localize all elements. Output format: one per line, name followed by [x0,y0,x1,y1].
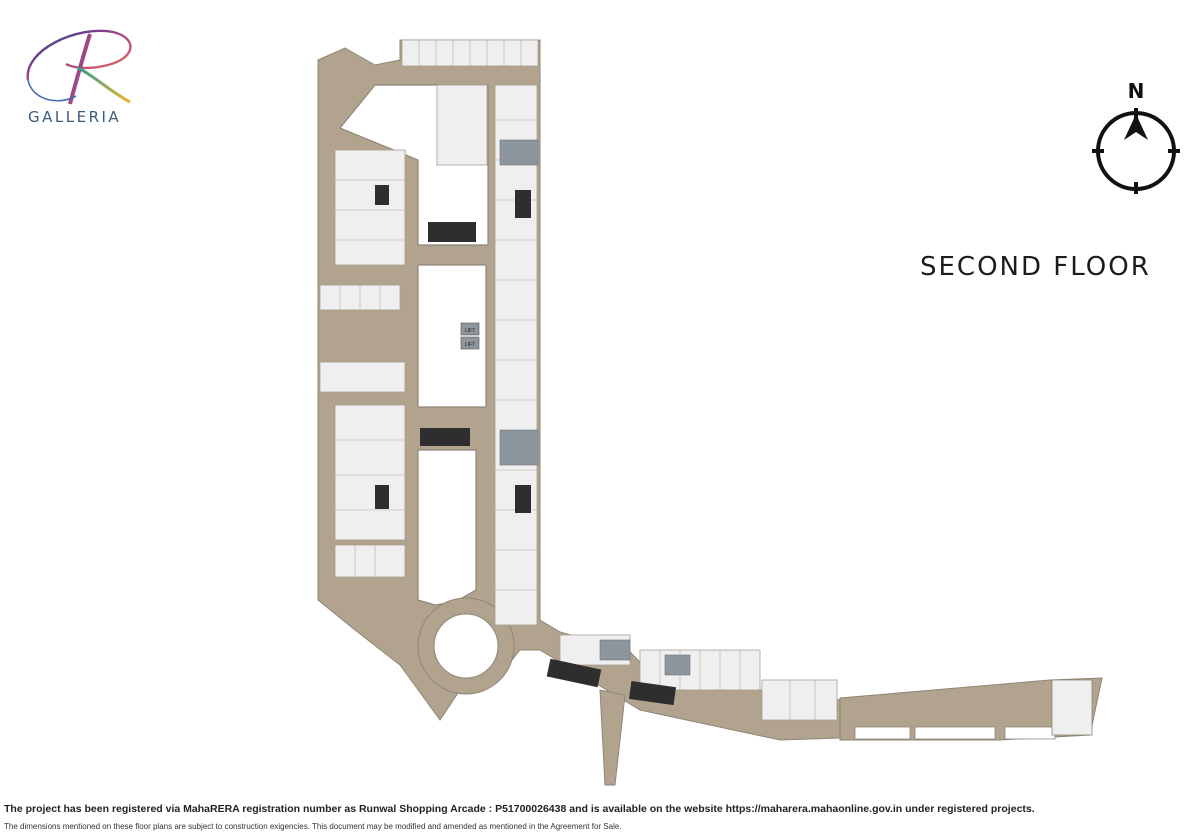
brand-wordmark: GALLERIA [28,108,122,126]
terrace-details [854,679,1093,740]
floor-plan: LIFT LIFT [317,39,1103,786]
stair-east-1 [515,190,531,218]
north-compass-icon: N [1092,79,1180,194]
stair-west-1 [375,185,389,205]
shop-column-east [494,84,538,626]
stair-west-2 [375,485,389,509]
dimensions-disclaimer: The dimensions mentioned on these floor … [4,822,622,831]
lift-core: LIFT LIFT [460,322,480,350]
lift-1 [460,322,480,336]
corridor-south-spur [599,689,626,786]
open-void-middle [417,264,487,408]
washroom-cores [499,139,691,676]
washroom-east [599,639,631,661]
shop-block-west-3 [319,361,406,393]
shop-block-west-4 [334,404,406,541]
washroom-south [499,429,539,466]
floor-title: SECOND FLOOR [920,252,1151,282]
plan-base [317,39,1103,786]
lift-2 [460,336,480,350]
galleria-logo [26,29,132,105]
rera-disclaimer: The project has been registered via Maha… [4,803,1035,815]
lift-label-2: LIFT [465,342,475,348]
washroom-north [499,139,539,166]
shop-block-north-inner [436,84,488,166]
stair-east-2 [515,485,531,513]
shop-row-southeast-3 [761,679,838,721]
escalator-north [428,222,476,242]
washroom-east-2 [664,654,691,676]
shop-block-west-5 [334,544,406,578]
open-void-south [417,449,477,606]
escalator-middle [420,428,470,446]
north-label: N [1128,79,1145,103]
escalator-southeast [546,658,602,688]
logo-swirl [26,29,132,81]
shop-units [319,39,838,721]
stairs-escalators [375,185,677,706]
lift-label-1: LIFT [465,328,475,334]
escalator-south [628,681,677,706]
shop-block-west-1 [334,149,406,266]
